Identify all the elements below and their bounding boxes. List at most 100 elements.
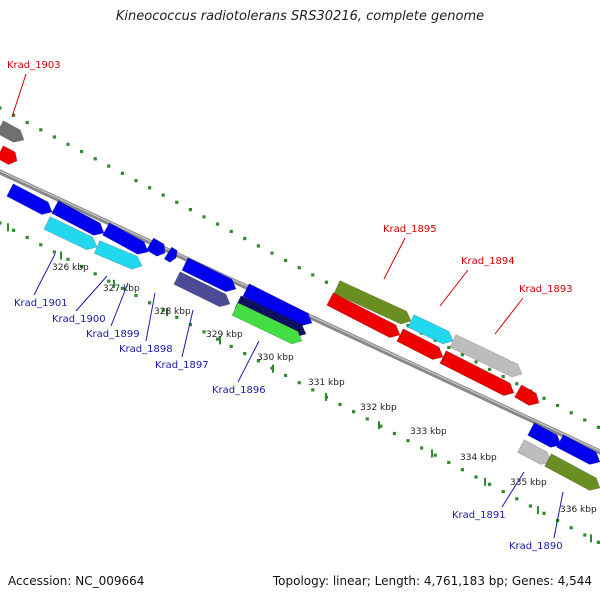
tick-dot bbox=[161, 308, 165, 312]
gene-label-krad-1896: Krad_1896 bbox=[212, 385, 266, 396]
tick-dot bbox=[406, 324, 410, 328]
tick-dot bbox=[25, 235, 29, 240]
tick-dot bbox=[284, 373, 288, 377]
tick-dot bbox=[134, 294, 138, 298]
feature-krad-1893 bbox=[449, 334, 523, 378]
tick-dot bbox=[460, 468, 464, 472]
tick-dot bbox=[379, 424, 383, 428]
tick-dot bbox=[542, 511, 546, 515]
tick-dot bbox=[0, 106, 2, 110]
upper-tick-row bbox=[0, 106, 600, 429]
tick-dot bbox=[93, 272, 97, 276]
feature-krad-1900 bbox=[93, 240, 143, 270]
gene-label-krad-1893: Krad_1893 bbox=[519, 284, 573, 295]
scale-label-326-kbp: 326 kbp bbox=[52, 263, 89, 273]
leader-line-krad-1893 bbox=[494, 297, 524, 335]
tick-dot bbox=[148, 301, 152, 305]
tick-dot bbox=[216, 337, 220, 341]
scale-label-336-kbp: 336 kbp bbox=[560, 505, 597, 515]
feature-krad-1897 bbox=[173, 271, 231, 308]
tick-dot bbox=[324, 280, 328, 284]
tick-dot bbox=[93, 157, 97, 161]
tick-dot bbox=[297, 266, 301, 270]
tick-dot bbox=[161, 193, 165, 197]
tick-dot bbox=[107, 279, 111, 283]
tick-dot bbox=[188, 208, 192, 212]
tick-dot bbox=[243, 237, 247, 241]
tick-dot bbox=[474, 360, 478, 364]
tick-dot bbox=[583, 533, 587, 537]
tick-dot bbox=[474, 475, 478, 479]
scale-label-335-kbp: 335 kbp bbox=[510, 478, 547, 488]
feature-red-4 bbox=[514, 384, 540, 406]
tick-dot bbox=[229, 344, 233, 348]
tick-dot bbox=[202, 215, 206, 219]
gene-label-krad-1894: Krad_1894 bbox=[461, 256, 515, 267]
feature-blue-4 bbox=[145, 237, 166, 257]
tick-dot bbox=[107, 164, 111, 168]
tick-dot bbox=[80, 149, 84, 154]
feature-red-2 bbox=[396, 328, 444, 360]
tick-dot bbox=[0, 221, 2, 225]
topology-label: Topology: linear; Length: 4,761,183 bp; … bbox=[272, 574, 592, 588]
tick-dot bbox=[52, 250, 56, 254]
tick-dot bbox=[297, 381, 301, 385]
tick-dot bbox=[202, 330, 206, 334]
tick-dot bbox=[569, 526, 573, 530]
accession-label: Accession: NC_009664 bbox=[8, 574, 145, 588]
gene-label-krad-1891: Krad_1891 bbox=[452, 510, 506, 521]
tick-dot bbox=[216, 222, 220, 226]
feature-blue-2 bbox=[51, 200, 105, 236]
leader-line-krad-1890 bbox=[553, 491, 564, 539]
feature-krad-1896 bbox=[231, 302, 303, 345]
tick-dot bbox=[515, 382, 519, 386]
feature-red-3 bbox=[439, 350, 515, 396]
leader-line-krad-1903 bbox=[11, 73, 27, 118]
scale-label-334-kbp: 334 kbp bbox=[460, 453, 497, 463]
tick-dot bbox=[148, 186, 152, 190]
tick-dot bbox=[447, 460, 451, 465]
tick-dot bbox=[392, 431, 396, 436]
leader-line-krad-1895 bbox=[383, 237, 406, 280]
feature-krad-1890 bbox=[544, 453, 600, 491]
feature-blue-6 bbox=[181, 257, 237, 293]
leader-line-krad-1900 bbox=[75, 275, 108, 312]
tick-dot bbox=[175, 315, 179, 319]
tick-dot bbox=[134, 179, 138, 183]
gene-label-krad-1898: Krad_1898 bbox=[119, 344, 173, 355]
feature-krad-1895 bbox=[333, 280, 412, 325]
tick-dot bbox=[515, 497, 519, 501]
tick-dot bbox=[338, 402, 342, 406]
leader-line-krad-1894 bbox=[439, 269, 469, 307]
leader-line-krad-1897 bbox=[181, 309, 194, 358]
tick-dot bbox=[488, 367, 492, 371]
map-title: Kineococcus radiotolerans SRS30216, comp… bbox=[115, 9, 485, 24]
tick-dot bbox=[583, 418, 587, 422]
gene-label-krad-1895: Krad_1895 bbox=[383, 224, 437, 235]
tick-dot bbox=[120, 286, 124, 290]
gene-label-krad-1890: Krad_1890 bbox=[509, 541, 563, 552]
tick-dot bbox=[501, 489, 505, 494]
tick-dot bbox=[284, 258, 288, 262]
tick-dot bbox=[460, 353, 464, 357]
tick-dot bbox=[311, 388, 315, 392]
feature-blue-9 bbox=[556, 434, 600, 465]
tick-dot bbox=[66, 257, 70, 261]
tick-dot bbox=[596, 425, 600, 429]
leader-line-krad-1899 bbox=[110, 282, 129, 327]
tick-dot bbox=[256, 359, 260, 363]
tick-dot bbox=[256, 244, 260, 248]
feature-krad-1901 bbox=[43, 216, 98, 251]
tick-dot bbox=[447, 345, 451, 350]
scale-label-332-kbp: 332 kbp bbox=[360, 403, 397, 413]
scale-label-329-kbp: 329 kbp bbox=[206, 330, 243, 340]
feature-krad-1894 bbox=[407, 314, 454, 345]
feature-blue-1 bbox=[6, 183, 53, 215]
tick-dot bbox=[433, 453, 437, 457]
tick-dot bbox=[120, 171, 124, 175]
feature-blue-5 bbox=[163, 246, 178, 263]
tick-dot bbox=[39, 243, 43, 247]
leader-line-krad-1891 bbox=[501, 471, 525, 508]
